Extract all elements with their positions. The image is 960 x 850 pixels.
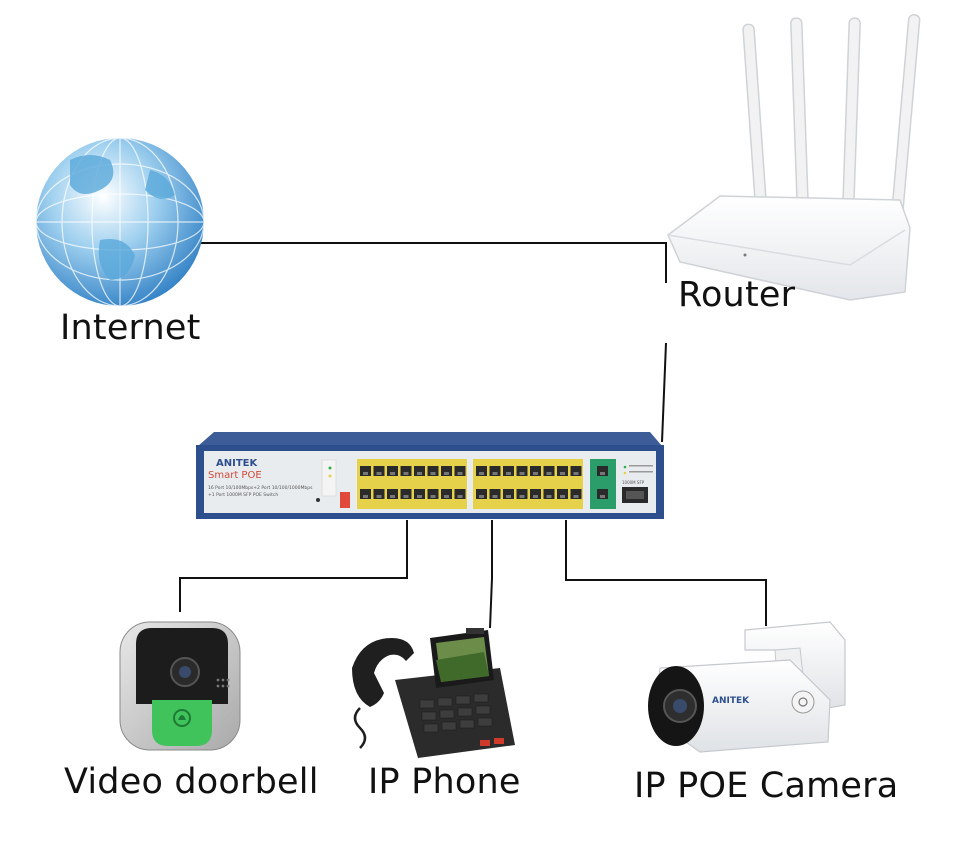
rj45-port-bottom [530,489,541,499]
video-doorbell-icon [119,621,241,751]
switch-ports [360,466,608,499]
internet-label: Internet [60,308,201,348]
uplink-port-latch [600,495,605,498]
rj45-port-top-latch [390,472,395,475]
rj45-port-top-latch [519,472,525,475]
connection-lines [179,242,767,629]
rj45-port-bottom [373,489,385,499]
rj45-port-top-latch [430,472,436,475]
rj45-port-top [543,466,555,476]
rj45-port-bottom [387,489,398,499]
poe-switch: ANITEK Smart POE 16 Port 10/100Mbps+2 Po… [196,432,664,519]
video-doorbell-label: Video doorbell [64,762,319,802]
rj45-port-bottom-latch [444,495,449,498]
rj45-port-top-latch [492,472,498,475]
rj45-port-bottom [441,489,452,499]
router-icon [667,13,921,301]
link-switch-phone [489,520,493,629]
ip-poe-camera-label: IP POE Camera [634,766,899,806]
uplink-port [597,466,608,476]
rj45-port-top [516,466,528,476]
ip-phone-icon [352,628,515,758]
rj45-port-top-latch [363,472,368,475]
rj45-port-top [414,466,425,476]
rj45-port-top [454,466,466,476]
rj45-port-bottom [400,489,412,499]
sfp-port: 1000M SFP [622,480,648,503]
rj45-port-top [557,466,568,476]
link-switch-doorbell [179,520,408,612]
rj45-port-top [441,466,452,476]
rj45-port-top-latch [403,472,409,475]
rj45-port-bottom-latch [519,495,525,498]
rj45-port-bottom [454,489,466,499]
uplink-port-latch [600,472,605,475]
rj45-port-top [427,466,439,476]
rj45-port-top [373,466,385,476]
rj45-port-bottom [543,489,555,499]
rj45-port-top-latch [533,472,538,475]
rj45-port-bottom-latch [492,495,498,498]
rj45-port-bottom-latch [430,495,436,498]
rj45-port-bottom [557,489,568,499]
rj45-port-bottom [476,489,487,499]
internet-globe-icon [35,137,205,307]
rj45-port-top-latch [573,472,579,475]
rj45-port-top-latch [457,472,463,475]
rj45-port-top-latch [444,472,449,475]
rj45-port-bottom-latch [417,495,422,498]
switch-description-2: +1 Port 1000M SFP POE Switch [208,492,278,498]
uplink-port [597,489,608,499]
rj45-port-bottom-latch [533,495,538,498]
rj45-port-top-latch [560,472,565,475]
router-label: Router [678,275,796,315]
switch-brand: ANITEK [216,458,258,469]
rj45-port-top-latch [506,472,511,475]
rj45-port-top-latch [376,472,382,475]
link-router-switch [661,342,667,443]
rj45-port-top-latch [546,472,552,475]
ip-poe-camera-icon: ANITEK [648,621,846,753]
rj45-port-bottom [360,489,371,499]
uplink-leds [623,465,653,475]
rj45-port-bottom-latch [506,495,511,498]
rj45-port-bottom [489,489,501,499]
rj45-port-top [360,466,371,476]
rj45-port-top [530,466,541,476]
rj45-port-top [503,466,514,476]
rj45-port-bottom-latch [390,495,395,498]
sfp-label: 1000M SFP [622,480,645,485]
rj45-port-bottom-latch [363,495,368,498]
switch-led-panel [316,459,350,508]
rj45-port-bottom-latch [560,495,565,498]
switch-description-1: 16 Port 10/100Mbps+2 Port 10/100/1000Mbp… [208,485,313,491]
rj45-port-top [400,466,412,476]
rj45-port-bottom [516,489,528,499]
rj45-port-top [570,466,582,476]
rj45-port-bottom-latch [457,495,463,498]
switch-model: Smart POE [208,470,262,481]
rj45-port-bottom [503,489,514,499]
link-switch-camera [565,520,767,626]
ip-phone-label: IP Phone [368,762,521,802]
rj45-port-bottom-latch [376,495,382,498]
rj45-port-top [476,466,487,476]
rj45-port-bottom-latch [479,495,484,498]
rj45-port-top [387,466,398,476]
rj45-port-bottom-latch [573,495,579,498]
rj45-port-bottom [427,489,439,499]
rj45-port-bottom [414,489,425,499]
rj45-port-bottom-latch [546,495,552,498]
rj45-port-top-latch [479,472,484,475]
rj45-port-top-latch [417,472,422,475]
rj45-port-top [489,466,501,476]
rj45-port-bottom [570,489,582,499]
camera-brand: ANITEK [712,696,750,706]
rj45-port-bottom-latch [403,495,409,498]
link-internet-router [200,242,667,283]
